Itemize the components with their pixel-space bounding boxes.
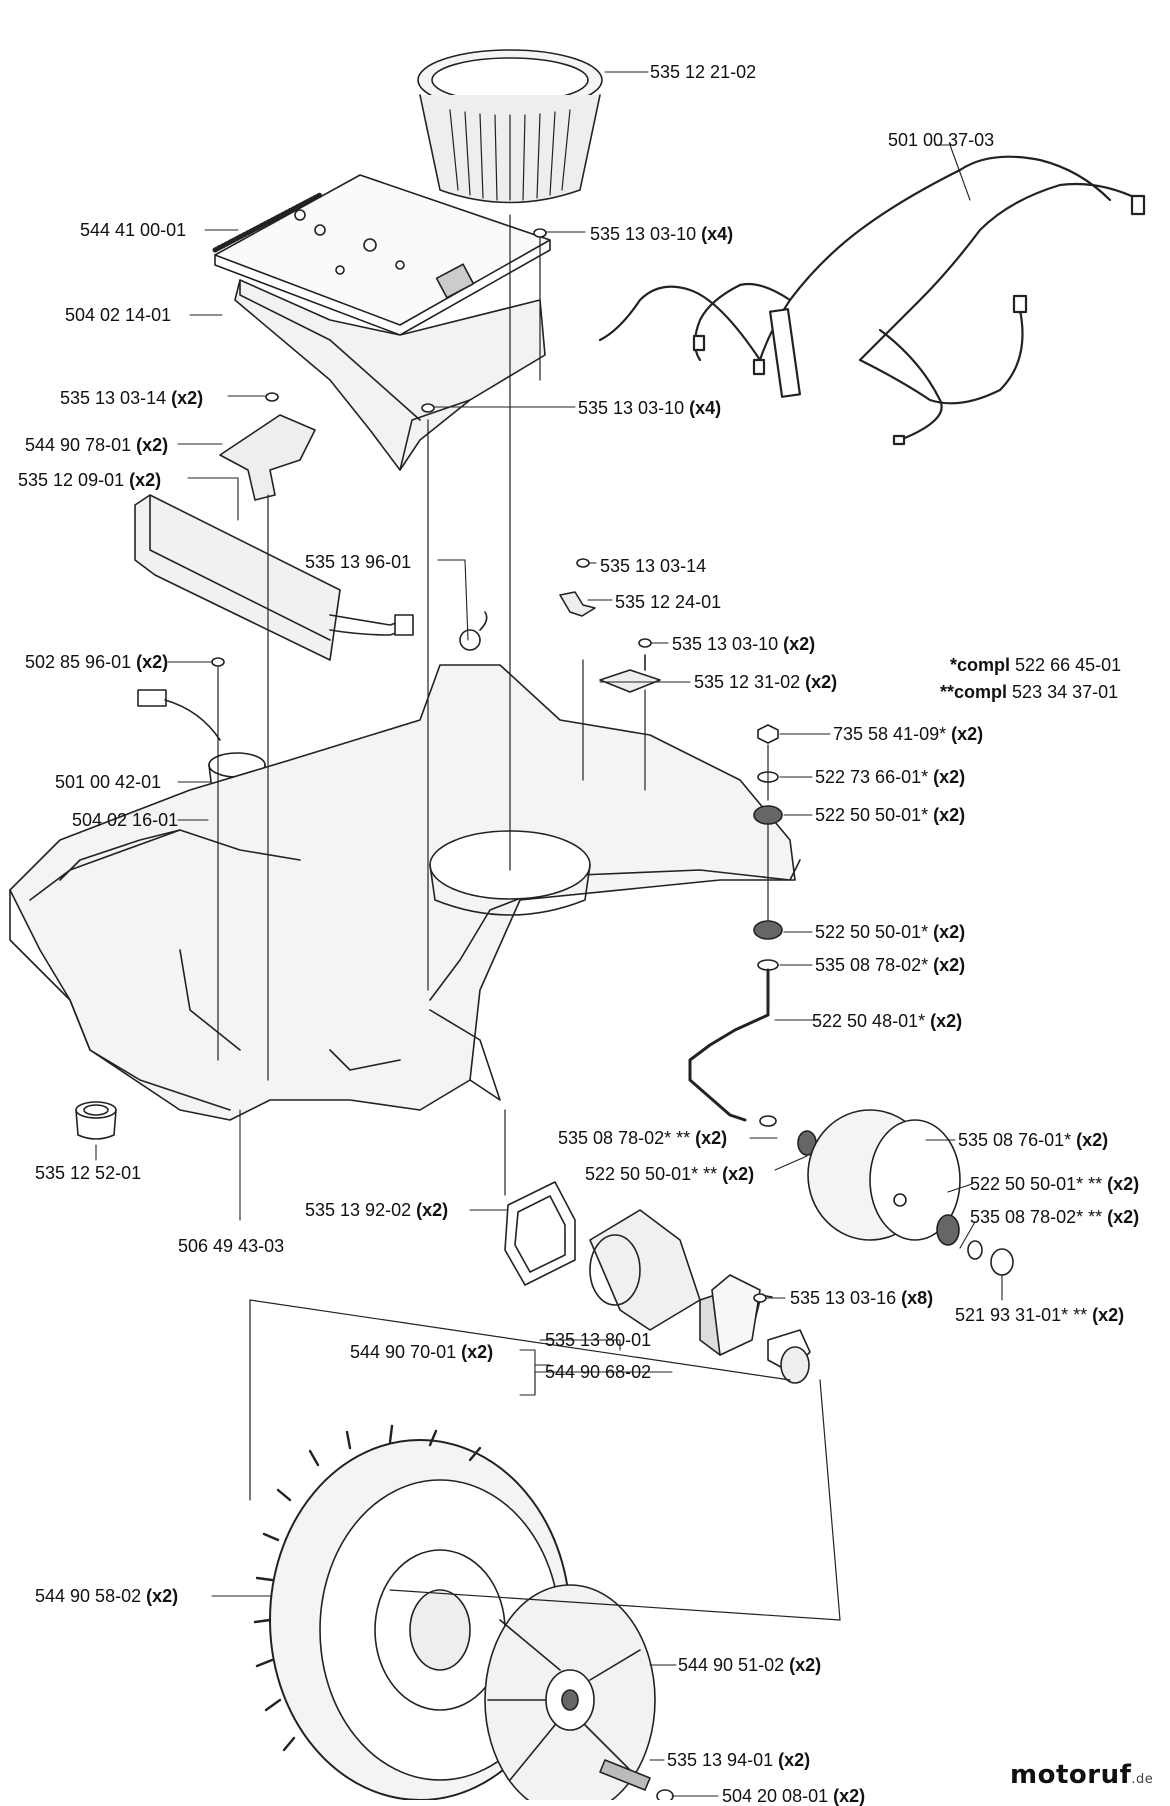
part-label-p30: 535 08 78-02* ** (x2) (970, 1207, 1140, 1227)
part-label-p38: 544 90 51-02 (x2) (678, 1655, 822, 1675)
assembly-lines (217, 214, 841, 1621)
motoruf-logo: motoruf.de (1010, 1760, 1154, 1790)
clip-ring (459, 611, 488, 651)
bracket (219, 414, 316, 501)
part-label-p19: 504 02 16-01 (72, 810, 179, 830)
battery-pack (134, 494, 414, 661)
caster-stack (688, 724, 817, 1156)
motor-gearbox (589, 1209, 773, 1356)
part-label-p17: 501 00 42-01 (55, 772, 162, 792)
hub-cap (484, 1584, 656, 1800)
part-label-p23: 522 50 48-01* (x2) (812, 1011, 963, 1031)
part-label-p31: 506 49 43-03 (178, 1236, 285, 1256)
main-chassis (9, 664, 801, 1121)
leader-lines (95, 71, 1003, 1797)
part-label-p9: 535 12 09-01 (x2) (18, 470, 162, 490)
part-label-p40: 504 20 08-01 (x2) (722, 1786, 866, 1806)
motor-gasket (504, 1181, 576, 1286)
part-label-p25: 535 08 76-01* (x2) (958, 1130, 1109, 1150)
part-label-p18: 522 73 66-01* (x2) (815, 767, 966, 787)
part-label-p22: 535 08 78-02* (x2) (815, 955, 966, 975)
shaft-hub (767, 1329, 811, 1384)
part-label-p24: 535 08 78-02* ** (x2) (558, 1128, 728, 1148)
part-label-p14: 502 85 96-01 (x2) (25, 652, 169, 672)
compl-note-1: *compl 522 66 45-01 (950, 655, 1122, 675)
part-label-p8: 544 90 78-01 (x2) (25, 435, 169, 455)
part-label-p2: 501 00 37-03 (888, 130, 995, 150)
part-label-p12: 535 12 24-01 (615, 592, 722, 612)
part-label-p16: 735 58 41-09* (x2) (833, 724, 984, 744)
part-label-p4: 535 13 03-10 (x4) (590, 224, 734, 244)
part-label-p21: 522 50 50-01* (x2) (815, 922, 966, 942)
part-label-p32: 535 13 03-16 (x8) (790, 1288, 934, 1308)
circuit-board (212, 174, 551, 336)
board-carrier-frame (234, 279, 546, 471)
hub-screw (599, 1759, 674, 1800)
part-label-p15: 535 12 31-02 (x2) (694, 672, 838, 692)
top-cylinder-housing (417, 49, 603, 204)
wire-harness (598, 155, 1146, 446)
screws (211, 228, 767, 1303)
part-label-p33: 521 93 31-01* ** (x2) (955, 1305, 1125, 1325)
part-label-p34: 544 90 70-01 (x2) (350, 1342, 494, 1362)
part-label-p11: 535 13 03-14 (600, 556, 707, 576)
part-label-p36: 544 90 68-02 (545, 1362, 652, 1382)
part-label-p1: 535 12 21-02 (650, 62, 757, 82)
part-label-p13: 535 13 03-10 (x2) (672, 634, 816, 654)
part-label-p5: 504 02 14-01 (65, 305, 172, 325)
part-label-p39: 535 13 94-01 (x2) (667, 1750, 811, 1770)
part-label-p3: 544 41 00-01 (80, 220, 187, 240)
part-label-p29: 535 13 92-02 (x2) (305, 1200, 449, 1220)
compl-note-2: **compl 523 34 37-01 (940, 682, 1119, 702)
part-label-p26: 535 12 52-01 (35, 1163, 142, 1183)
part-label-p35: 535 13 80-01 (545, 1330, 652, 1350)
part-label-p28: 522 50 50-01* ** (x2) (970, 1174, 1140, 1194)
front-caster-wheel (807, 1109, 1014, 1276)
part-label-p7: 535 13 03-10 (x4) (578, 398, 722, 418)
rubber-foot (75, 1101, 117, 1140)
part-label-p27: 522 50 50-01* ** (x2) (585, 1164, 755, 1184)
part-label-p10: 535 13 96-01 (305, 552, 412, 572)
small-brackets (559, 591, 661, 693)
part-label-p6: 535 13 03-14 (x2) (60, 388, 204, 408)
part-label-p20: 522 50 50-01* (x2) (815, 805, 966, 825)
part-label-p37: 544 90 58-02 (x2) (35, 1586, 179, 1606)
